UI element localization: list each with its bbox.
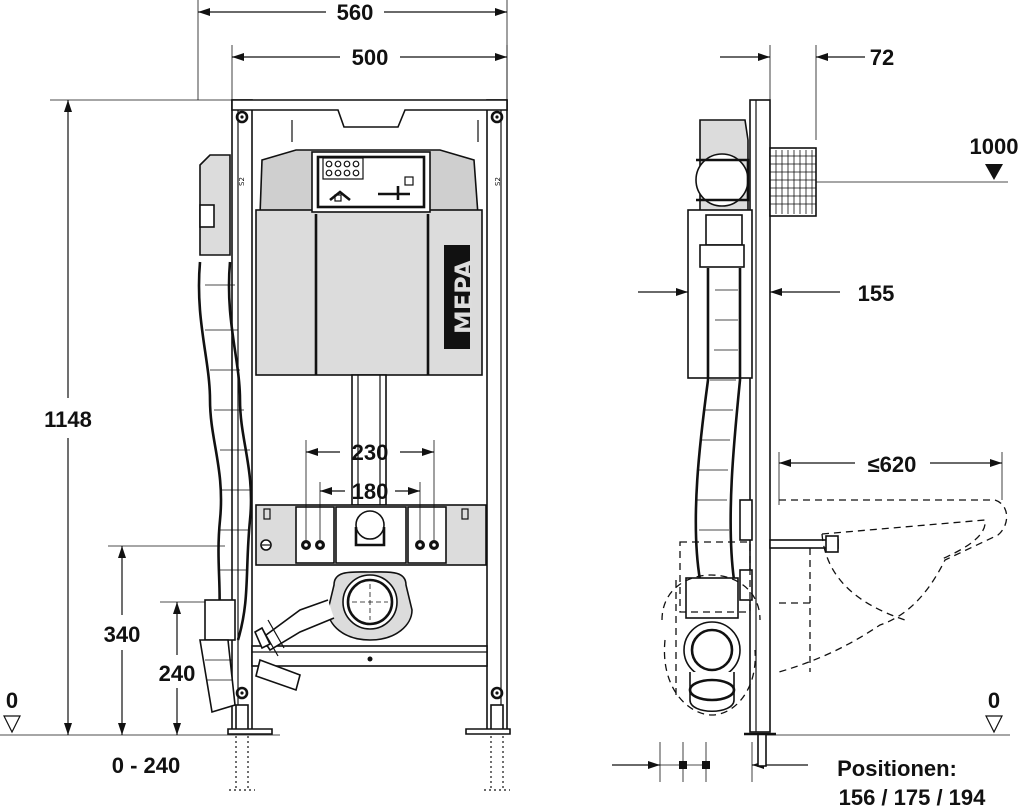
side-view: 72 1000 155 ≤620 0 [612,45,1018,809]
front-view: 560 500 1148 340 240 0 [0,0,511,791]
flush-pipe-side [694,268,742,581]
dim-foot-adjust-label: 0 - 240 [112,753,181,778]
dim-depth-72: 72 [720,45,894,70]
drain-alt-positions [661,541,761,716]
dim-drain-height: 240 [159,602,196,735]
dim-240-label: 240 [159,661,196,686]
bolt-rods-side [739,499,839,553]
zero-level-marker-front: 0 [3,688,21,734]
dim-620-label: ≤620 [868,452,917,477]
dim-positions: Positionen: 156 / 175 / 194 [612,742,986,809]
dim-230-label: 230 [352,440,389,465]
dim-72-label: 72 [870,45,894,70]
dim-1000-label: 1000 [970,134,1019,159]
dim-overall-width: 560 [198,0,507,25]
wc-bolt-plate [255,504,487,566]
dim-height: 1148 [44,100,92,735]
svg-text:S2: S2 [238,177,246,186]
side-frame [744,99,776,767]
dim-180-label: 180 [352,479,389,504]
cistern: MEPA [255,149,483,506]
dim-500-label: 500 [352,45,389,70]
actuator-connector [322,157,364,180]
adjustable-feet [227,704,511,791]
positions-values: 156 / 175 / 194 [839,785,987,809]
zero-label-front: 0 [6,688,18,713]
brand-logo: MEPA [444,245,478,349]
supply-hose-left [197,154,253,714]
supply-stub [769,147,817,217]
dim-reference-1000: 1000 [970,134,1019,180]
zero-label-side: 0 [988,688,1000,713]
dim-155-label: 155 [858,281,895,306]
dim-frame-width: 500 [232,45,507,70]
dim-1148-label: 1148 [44,407,92,432]
svg-text:S2: S2 [494,177,502,186]
drain-elbow-side [683,569,753,712]
dim-340-label: 340 [104,622,141,647]
dim-foot-adjust: 0 - 240 [112,753,181,778]
dim-projection-620: ≤620 [779,452,1002,477]
dim-560-label: 560 [337,0,374,25]
dim-supply-height: 340 [104,546,141,735]
dim-bolt-spacing-outer: 230 [305,440,435,540]
drain-elbow-front [253,571,413,692]
dim-bolt-spacing-inner: 180 [319,479,421,540]
brand-logo-text: MEPA [450,259,478,334]
positions-label: Positionen: [837,756,957,781]
cistern-profile [687,119,753,379]
wc-bowl-dashed [778,499,1008,673]
zero-level-marker-side: 0 [985,688,1003,734]
